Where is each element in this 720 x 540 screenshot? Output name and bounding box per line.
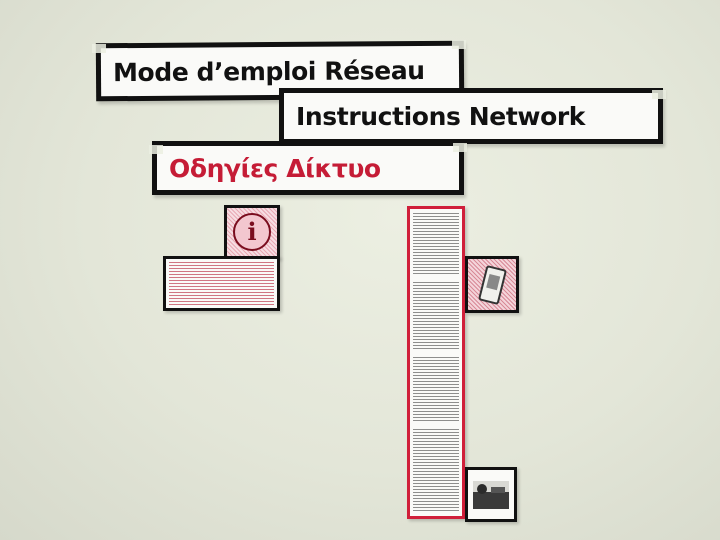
tape <box>453 143 467 152</box>
photo-card <box>465 467 517 522</box>
banner-greek: Οδηγίες Δίκτυο <box>152 141 464 195</box>
banner-english: Instructions Network <box>279 88 663 144</box>
photo-thumbnail <box>473 480 509 509</box>
tape <box>92 44 106 53</box>
info-card: i <box>224 205 280 259</box>
illegible-text-column <box>413 213 459 512</box>
info-text-card <box>163 256 280 311</box>
banner-english-text: Instructions Network <box>284 93 658 139</box>
phone-icon <box>477 264 507 305</box>
tape <box>149 145 163 154</box>
tape <box>652 90 666 99</box>
tape <box>452 40 466 49</box>
illegible-text-block <box>169 262 274 305</box>
info-icon: i <box>233 213 271 251</box>
instruction-column-card <box>407 206 465 519</box>
banner-greek-text: Οδηγίες Δίκτυο <box>157 146 459 190</box>
phone-card <box>465 256 519 313</box>
